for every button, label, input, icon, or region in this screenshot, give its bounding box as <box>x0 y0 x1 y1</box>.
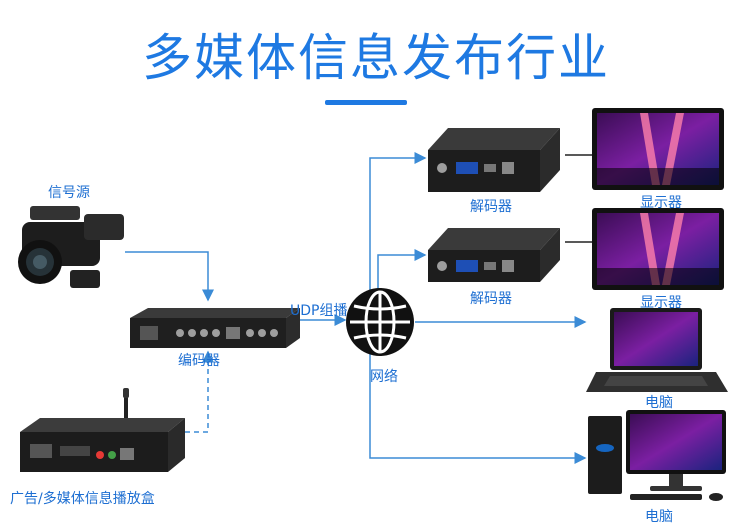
source-label: 信号源 <box>48 185 90 201</box>
encoder-label: 编码器 <box>178 353 220 369</box>
network-globe-icon <box>346 288 414 356</box>
media-player-box-icon <box>20 388 185 472</box>
desktop-computer-icon <box>588 410 726 501</box>
connector-player-encoder <box>185 350 214 433</box>
laptop-label: 电脑 <box>645 395 673 411</box>
title-underline <box>325 100 407 105</box>
player-label: 广告/多媒体信息播放盒 <box>10 491 155 507</box>
decoder-1-icon <box>428 128 560 192</box>
display-1-icon <box>592 108 724 190</box>
desktop-label: 电脑 <box>645 509 673 525</box>
laptop-icon <box>586 308 728 392</box>
connector-network-outputs <box>369 152 587 464</box>
decoder-1-label: 解码器 <box>470 199 512 215</box>
connector-source-encoder <box>125 251 214 302</box>
display-2-label: 显示器 <box>640 295 682 311</box>
camera-icon <box>18 206 124 288</box>
cable-decoder-display <box>565 154 592 243</box>
display-1-label: 显示器 <box>640 195 682 211</box>
display-2-icon <box>592 208 724 290</box>
page-title: 多媒体信息发布行业 <box>142 29 610 87</box>
encoder-icon <box>130 308 300 348</box>
decoder-2-icon <box>428 228 560 282</box>
udp-multicast-label: UDP组播 <box>290 303 348 319</box>
decoder-2-label: 解码器 <box>470 291 512 307</box>
network-label: 网络 <box>370 369 398 385</box>
